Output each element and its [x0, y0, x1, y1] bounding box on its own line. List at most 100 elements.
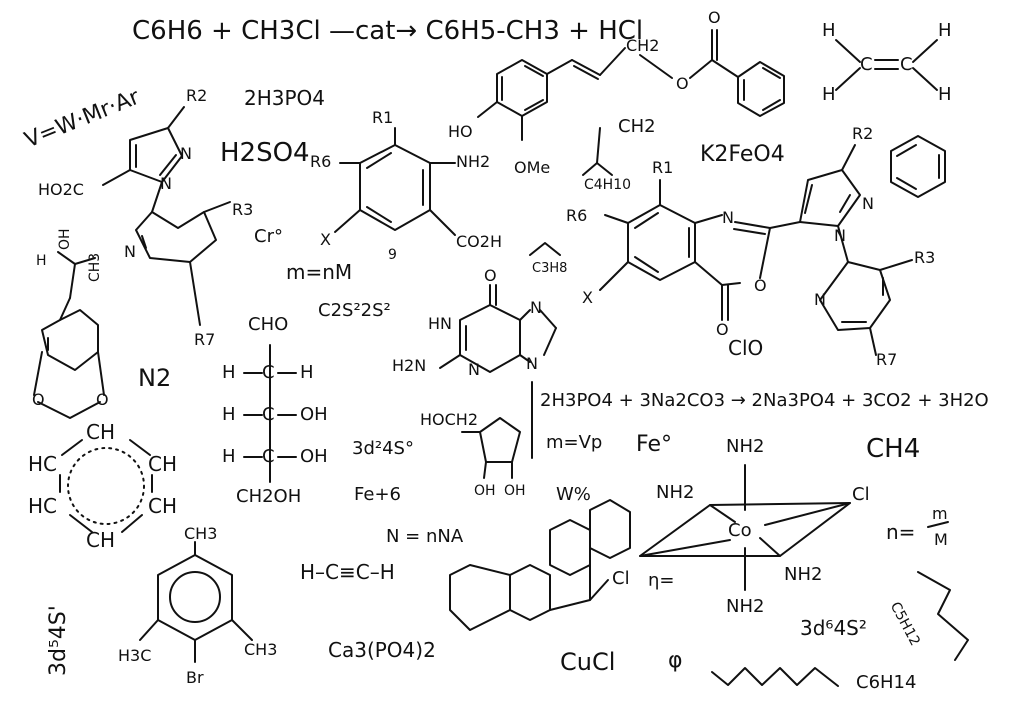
- label-ch-right-bottom: CH: [148, 494, 178, 518]
- label-ho2c: HO2C: [38, 180, 84, 199]
- formula-n-nna: N = nNA: [386, 526, 464, 547]
- label-n-oxazine: N: [722, 208, 734, 227]
- label-o-lactone: O: [716, 320, 729, 339]
- label-c-ethene-1: C: [860, 54, 873, 75]
- label-c-fischer-1: C: [262, 362, 275, 383]
- label-n-guanine-2: N: [530, 298, 542, 317]
- formula-w-percent: W%: [556, 484, 591, 505]
- fraction-denominator: M: [934, 530, 948, 549]
- label-ch-bottom: CH: [86, 528, 116, 552]
- label-o-dioxole-1: O: [32, 390, 45, 409]
- formula-clo: ClO: [728, 336, 764, 360]
- benzene-ch-ring: [59, 439, 153, 533]
- label-ch2oh: CH2OH: [236, 486, 302, 507]
- reaction-phosphoric-carbonate: 2H3PO4 + 3Na2CO3 → 2Na3PO4 + 3CO2 + 3H2O: [540, 390, 989, 411]
- formula-h2so4: H2SO4: [220, 138, 310, 168]
- formula-m-nm: m=nM: [286, 260, 353, 284]
- label-ch-top: CH: [86, 420, 116, 444]
- label-h-ethene-1: H: [822, 20, 836, 41]
- formula-n2: N2: [138, 364, 172, 392]
- label-c-fischer-2: C: [262, 404, 275, 425]
- label-r6-center: R6: [310, 152, 332, 171]
- label-n-guanine-3: N: [526, 354, 538, 373]
- formula-ca3po4: Ca3(PO4)2: [328, 638, 436, 662]
- label-hc-left-bottom: HC: [28, 494, 58, 518]
- substituted-benzene-center: [334, 127, 456, 236]
- label-ho-cinnamate: HO: [448, 122, 473, 141]
- label-hoch2: HOCH2: [420, 410, 479, 429]
- label-o-dioxole-2: O: [96, 390, 109, 409]
- bromomesitylene-structure: [139, 541, 253, 663]
- pentane-zigzag: [917, 571, 969, 661]
- fraction-numerator: m: [932, 504, 948, 523]
- label-n-pyrazole-right-2: N: [834, 226, 846, 245]
- label-o-oxazine: O: [754, 276, 767, 295]
- formula-c4h10: C4H10: [584, 177, 632, 193]
- cinnamate-ester-structure: [477, 29, 785, 141]
- formula-ch4: CH4: [866, 434, 921, 464]
- label-h-ethene-3: H: [938, 20, 952, 41]
- electron-config-3d6: 3d⁶4S²: [800, 616, 867, 640]
- formula-eta: η=: [648, 570, 675, 591]
- label-nine: 9: [388, 247, 397, 263]
- label-cho: CHO: [248, 314, 289, 335]
- label-nh2-co-top: NH2: [726, 436, 765, 457]
- label-hc-left-top: HC: [28, 452, 58, 476]
- formula-cr0: Cr°: [254, 226, 283, 247]
- label-r1-center: R1: [372, 108, 394, 127]
- label-o-ester: O: [676, 74, 689, 93]
- fused-ring-system: [449, 499, 631, 631]
- benzoxazinone-structure-right: [599, 144, 913, 356]
- formula-h3po4: 2H3PO4: [244, 86, 326, 110]
- label-n-pyrazole-left-1: N: [180, 144, 192, 163]
- label-r6-right: R6: [566, 206, 588, 225]
- label-nh2-co-left: NH2: [656, 482, 695, 503]
- formula-c2s2s: C2S²2S²: [318, 300, 391, 321]
- label-ch2-small: CH2: [618, 116, 656, 137]
- label-nh2-co-bottom: NH2: [726, 596, 765, 617]
- ribose-ring: [461, 417, 521, 479]
- label-r2-left: R2: [186, 86, 208, 105]
- label-ch3-mesityl-right: CH3: [244, 640, 278, 659]
- formula-m-vp: m=Vp: [546, 432, 603, 453]
- label-oh-left: OH: [57, 228, 73, 250]
- label-ch3-left: CH3: [87, 252, 103, 282]
- label-x-center: X: [320, 230, 331, 249]
- label-c-fischer-3: C: [262, 446, 275, 467]
- propane-zigzag: [529, 127, 613, 256]
- label-co-center: Co: [728, 520, 752, 541]
- label-h-fischer-2: H: [300, 362, 314, 383]
- label-o-carbonyl: O: [708, 8, 721, 27]
- label-h-fischer-4: H: [222, 446, 236, 467]
- electron-config-3d5: 3d⁵4S': [46, 605, 71, 676]
- label-nh2-co-right: NH2: [784, 564, 823, 585]
- label-r3-right: R3: [914, 248, 936, 267]
- label-r7-right: R7: [876, 350, 898, 369]
- label-r2-right: R2: [852, 124, 874, 143]
- guanine-structure: [439, 284, 557, 373]
- label-r1-right: R1: [652, 158, 674, 177]
- label-ch-right-top: CH: [148, 452, 178, 476]
- reaction-benzene-methylation: C6H6 + CH3Cl —cat→ C6H5-CH3 + HCl: [132, 16, 644, 46]
- formula-cucl: CuCl: [560, 648, 616, 676]
- label-ch2-cinnamate: CH2: [626, 36, 660, 55]
- ethene-structure: [835, 39, 938, 91]
- label-r3-left: R3: [232, 200, 254, 219]
- label-h-ethene-4: H: [938, 84, 952, 105]
- label-o-guanine: O: [484, 266, 497, 285]
- label-oh-ribose-2: OH: [504, 483, 526, 499]
- label-r7-left: R7: [194, 330, 216, 349]
- label-ch3-mesityl-top: CH3: [184, 524, 218, 543]
- benzene-ring-right: [890, 135, 946, 198]
- label-n-pyridine-right: N: [814, 290, 826, 309]
- fraction-bar: [927, 521, 949, 528]
- formula-fe-plus6: Fe+6: [354, 484, 401, 505]
- label-n-pyridine-left: N: [124, 242, 136, 261]
- formula-k2feo4: K2FeO4: [700, 142, 785, 167]
- formula-c3h8: C3H8: [532, 261, 568, 276]
- label-oh-fischer-1: OH: [300, 404, 328, 425]
- label-br: Br: [186, 668, 204, 687]
- methylenedioxy-structure-left: [33, 251, 105, 419]
